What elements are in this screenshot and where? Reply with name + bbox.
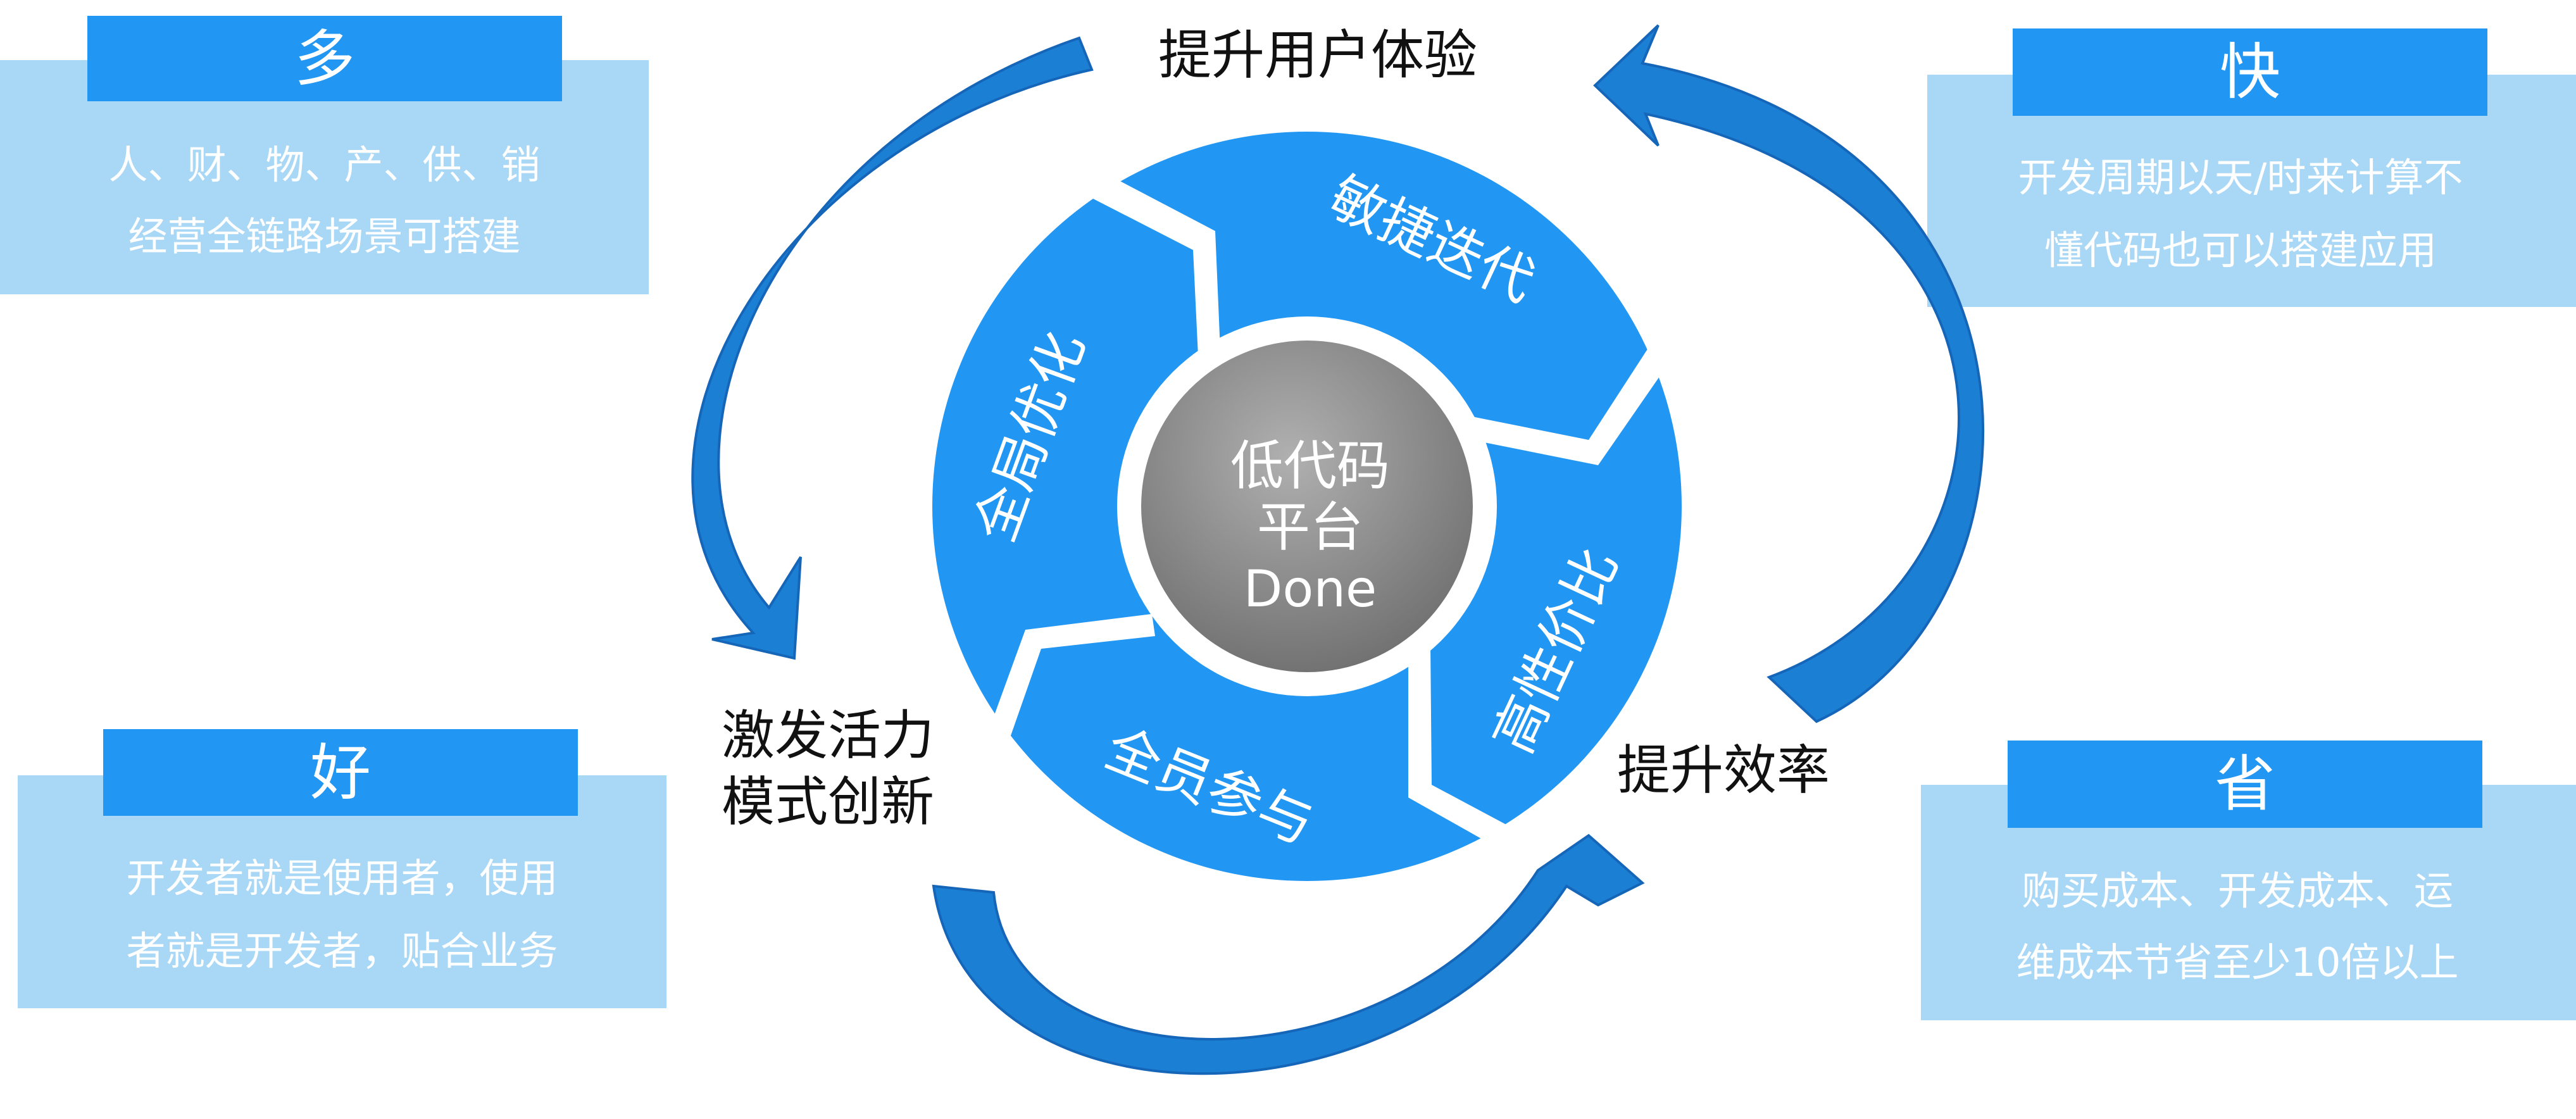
- separator-top-left: [1076, 165, 1222, 383]
- card-bottom-right-header: 省: [2008, 741, 2482, 828]
- card-top-right-line2: 懂代码也可以搭建应用: [2044, 227, 2437, 273]
- center-circle: [1141, 341, 1473, 672]
- label-left-line1: 激发活力: [722, 704, 935, 766]
- card-bottom-right-line1: 购买成本、开发成本、运: [2021, 868, 2453, 914]
- cycle-wheel: [932, 132, 1684, 881]
- outer-arrow-left: [691, 36, 1094, 660]
- outer-arrow-right: [1593, 24, 1985, 723]
- card-bottom-left-line2: 者就是开发者，贴合业务: [126, 928, 558, 974]
- center-line2: 平台: [1257, 496, 1363, 558]
- separator-top-right: [1456, 323, 1684, 465]
- center-line3: Done: [1244, 560, 1377, 618]
- card-top-right-line1: 开发周期以天/时来计算不: [2018, 154, 2463, 201]
- card-top-left-line1: 人、财、物、产、供、销: [108, 142, 541, 188]
- outer-arrow-bottom: [932, 834, 1645, 1075]
- card-top-left-line2: 经营全链路场景可搭建: [128, 213, 521, 259]
- card-top-left-header: 多: [87, 16, 562, 101]
- separator-bottom-left: [975, 614, 1155, 775]
- card-bottom-right-line2: 维成本节省至少10倍以上: [2016, 939, 2459, 985]
- separator-bottom-right: [1408, 644, 1544, 867]
- label-top: 提升用户体验: [1158, 24, 1478, 86]
- card-bottom-left-header: 好: [103, 729, 578, 816]
- card-top-right-header: 快: [2013, 28, 2487, 116]
- label-right: 提升效率: [1617, 739, 1830, 801]
- label-left-line2: 模式创新: [722, 771, 935, 833]
- center-line1: 低代码: [1230, 435, 1390, 497]
- outer-arrows: [691, 24, 1985, 1075]
- card-bottom-left-line1: 开发者就是使用者，使用: [126, 855, 558, 901]
